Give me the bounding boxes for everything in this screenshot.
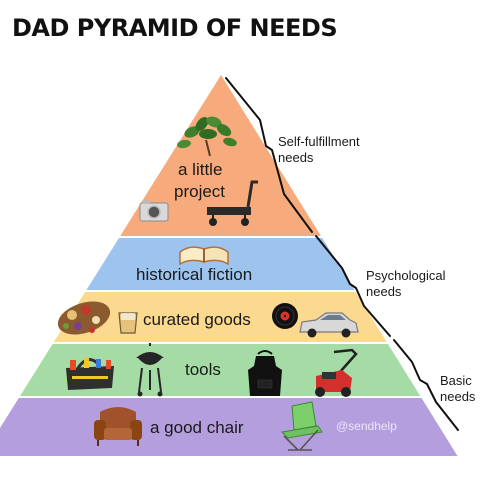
cart-icon [207, 180, 258, 226]
whiskey-glass-icon [118, 312, 138, 334]
camp-chair-icon [280, 401, 323, 451]
vinyl-record-icon [272, 303, 298, 329]
toolbag-icon [66, 358, 114, 390]
plant-icon [177, 116, 237, 157]
tier-label-historical: historical fiction [136, 265, 252, 284]
lawnmower-icon [315, 348, 358, 397]
watermark: @sendhelp [336, 419, 397, 433]
label-psychological-line1: Psychological [366, 268, 446, 283]
bracket-psychological [315, 235, 391, 337]
apron-icon [248, 350, 282, 396]
label-basic-line1: Basic [440, 373, 472, 388]
armchair-icon [94, 407, 142, 446]
tier-label-curated: curated goods [143, 310, 251, 329]
car-icon [299, 312, 359, 338]
label-self-fulfillment-line2: needs [278, 150, 314, 165]
bracket-self-fulfillment [225, 77, 313, 233]
book-icon [179, 246, 229, 266]
tier-good-chair [0, 397, 460, 457]
bracket-basic [393, 339, 459, 431]
label-self-fulfillment-line1: Self-fulfillment [278, 134, 360, 149]
label-basic-line2: needs [440, 389, 476, 404]
snack-board-icon [57, 301, 111, 335]
camera-icon [139, 200, 169, 222]
page-title: DAD PYRAMID OF NEEDS [12, 14, 338, 42]
label-psychological-line2: needs [366, 284, 402, 299]
grill-icon [136, 343, 164, 397]
tier-label-self-line2: project [174, 182, 225, 201]
tier-label-chair: a good chair [150, 418, 244, 437]
tier-label-self-line1: a little [178, 160, 222, 179]
tier-label-tools: tools [185, 360, 221, 379]
